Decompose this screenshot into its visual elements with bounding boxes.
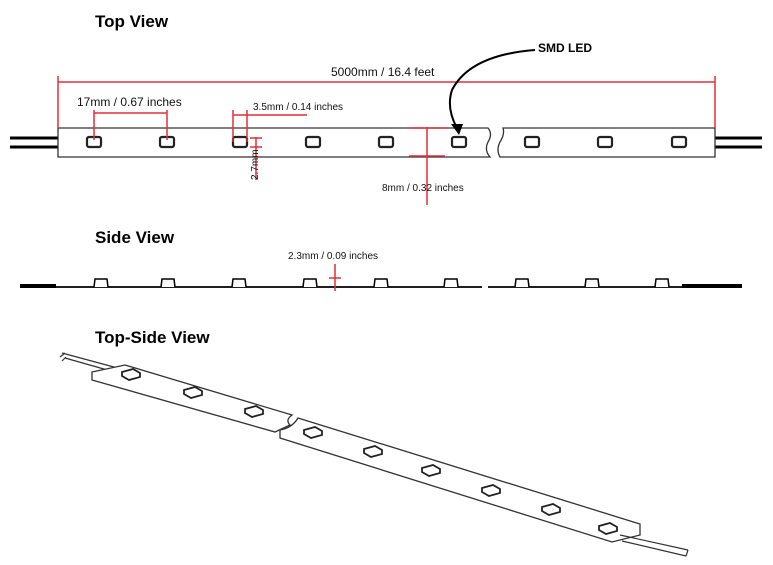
side-view-title: Side View [95,228,175,247]
led-chip [523,135,541,149]
led-chip [231,278,247,288]
arrow-head [451,124,463,135]
iso-strip-segment-right [279,417,641,543]
led-chip [231,135,249,149]
led-chip [598,522,618,535]
top-view-title: Top View [95,12,169,31]
led-chip [302,278,318,288]
led-chip [160,278,176,288]
side-view: Side View 2.3mm / 0.09 inches [20,228,742,291]
callout-arrow-icon [448,49,536,129]
pitch-label: 17mm / 0.67 inches [77,95,182,109]
led-height-dimension [250,137,262,180]
led-chip [363,445,383,458]
width-label: 8mm / 0.32 inches [382,183,464,194]
led-chip [421,464,441,477]
led-chip [450,135,468,149]
side-wire-right [682,284,742,288]
led-chip [670,135,688,149]
iso-wires-right [619,534,689,557]
top-leds [85,135,688,149]
led-chip [377,135,395,149]
led-chip [93,278,109,288]
thickness-dimension [329,264,341,291]
side-wire-left [20,284,56,288]
strip-segment-left [57,127,492,158]
led-chip [121,368,141,381]
width-dimension [409,127,445,205]
led-chip [304,135,322,149]
top-view: Top View 5000mm / 16.4 feet 17mm / 0.67 … [10,12,762,205]
pitch-dimension [93,110,168,140]
thickness-label: 2.3mm / 0.09 inches [288,251,378,262]
led-size-label: 3.5mm / 0.14 inches [253,102,343,113]
side-leds [93,278,670,288]
led-chip [514,278,530,288]
length-label: 5000mm / 16.4 feet [331,65,435,79]
iso-leds [121,368,618,535]
led-chip [303,426,323,439]
led-chip [244,405,264,418]
led-chip [654,278,670,288]
led-chip [584,278,600,288]
top-side-view-title: Top-Side View [95,328,210,347]
led-chip [481,484,501,497]
led-chip [443,278,459,288]
length-dimension [57,76,716,128]
top-side-view: Top-Side View [59,328,689,557]
led-chip [183,386,203,399]
led-chip [373,278,389,288]
iso-wires-left [59,352,126,376]
led-size-dimension [232,110,307,142]
smd-led-callout: SMD LED [538,41,592,55]
led-height-label: 2.7mm [250,149,261,180]
led-chip [541,503,561,516]
led-chip [596,135,614,149]
